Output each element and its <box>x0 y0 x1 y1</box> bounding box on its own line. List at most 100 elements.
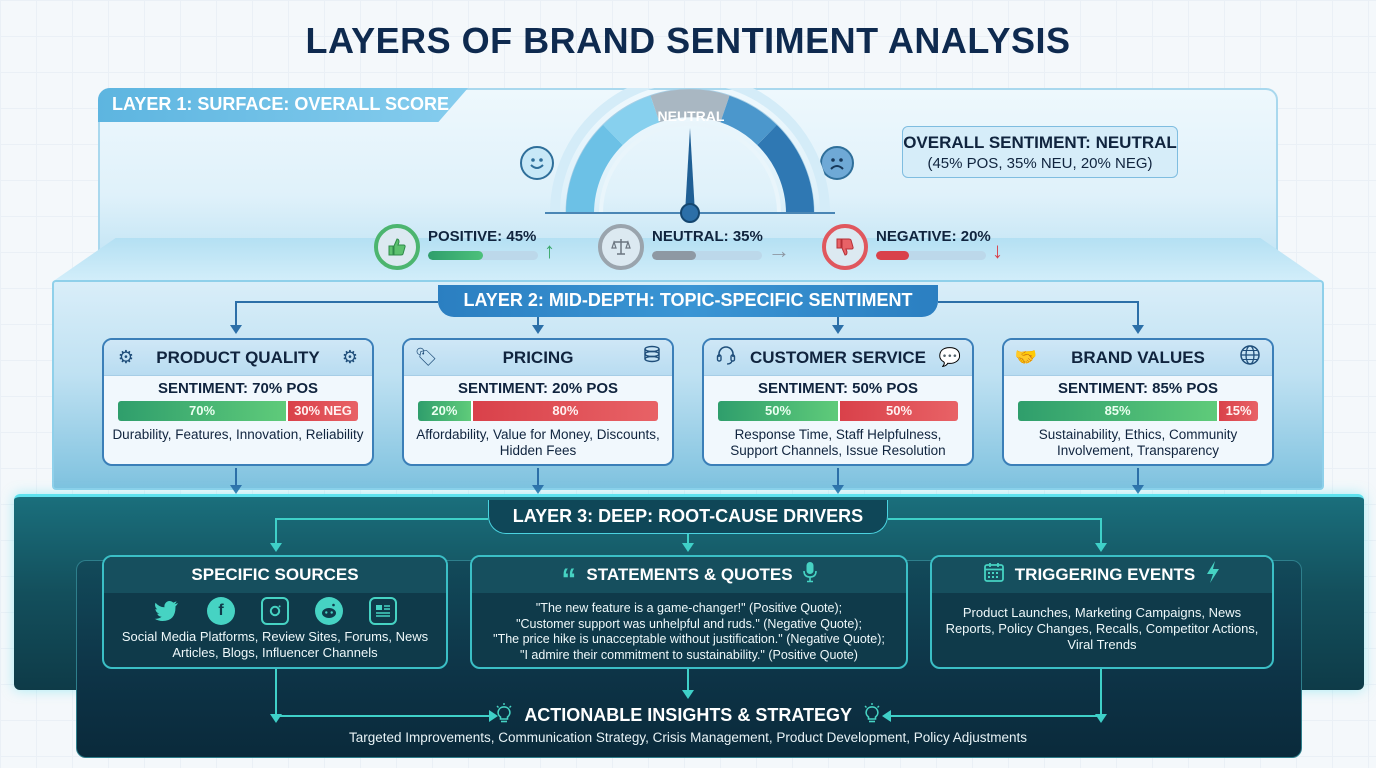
topic-card-pricing: 🏷 PRICING SENTIMENT: 20% POS 20% 80% Aff… <box>402 338 674 466</box>
topic-title: PRICING <box>502 347 574 367</box>
headset-icon <box>714 344 738 371</box>
card-body: Social Media Platforms, Review Sites, Fo… <box>121 629 429 660</box>
stat-neutral-label: NEUTRAL: 35% <box>652 228 763 245</box>
calendar-icon <box>983 561 1005 589</box>
layer-2-surface <box>52 238 1324 282</box>
layer-1-label: LAYER 1: SURFACE: OVERALL SCORE <box>98 88 468 122</box>
topic-sentiment: SENTIMENT: 50% POS <box>757 380 919 397</box>
gears-icon: ⚙ <box>117 347 135 367</box>
stat-neutral-bar <box>652 251 762 260</box>
sentiment-bar: 20% 80% <box>418 401 658 421</box>
facebook-icon: f <box>207 597 235 625</box>
arrow-down-icon <box>230 468 242 494</box>
actionable-insights-heading: ACTIONABLE INSIGHTS & STRATEGY <box>0 703 1376 726</box>
layer-2-label: LAYER 2: MID-DEPTH: TOPIC-SPECIFIC SENTI… <box>438 285 938 317</box>
trend-down-icon: ↓ <box>992 238 1003 263</box>
card-title: SPECIFIC SOURCES <box>191 565 359 584</box>
connector-line <box>236 301 438 303</box>
card-title: TRIGGERING EVENTS <box>1014 565 1196 584</box>
stat-positive-label: POSITIVE: 45% <box>428 228 537 245</box>
price-tag-icon: 🏷 <box>414 347 438 367</box>
smiley-face-icon <box>520 146 554 180</box>
newspaper-icon <box>369 597 397 625</box>
chat-bubbles-icon: 💬 <box>938 347 962 367</box>
sentiment-bar: 70% 30% NEG <box>118 401 358 421</box>
arrow-down-icon <box>1132 301 1144 334</box>
overall-sentiment-breakdown: (45% POS, 35% NEU, 20% NEG) <box>927 155 1153 172</box>
connector-line <box>1095 669 1107 723</box>
trend-up-icon: ↑ <box>544 238 555 263</box>
topic-title: CUSTOMER SERVICE <box>749 347 927 367</box>
trend-flat-icon: → <box>768 238 790 263</box>
sentiment-bar: 50% 50% <box>718 401 958 421</box>
quote-line: "The new feature is a game-changer!" (Po… <box>535 601 843 615</box>
connector-line <box>270 669 282 723</box>
card-body: Product Launches, Marketing Campaigns, N… <box>945 605 1259 652</box>
scale-icon <box>598 224 644 270</box>
quote-line: "The price hike is unacceptable without … <box>493 632 885 646</box>
connector-line <box>888 518 1101 520</box>
negative-segment: 80% <box>470 401 658 421</box>
topic-description: Affordability, Value for Money, Discount… <box>416 427 660 458</box>
arrow-down-icon <box>270 518 282 552</box>
arrow-right-icon <box>276 710 498 722</box>
topic-title: PRODUCT QUALITY <box>156 347 320 367</box>
positive-segment: 85% <box>1018 401 1218 421</box>
arrow-down-icon <box>1132 468 1144 494</box>
card-title: STATEMENTS & QUOTES <box>586 565 793 584</box>
layer-3-label: LAYER 3: DEEP: ROOT-CAUSE DRIVERS <box>488 500 888 534</box>
quote-line: "I admire their commitment to sustainabi… <box>520 647 858 662</box>
lightbulb-icon <box>863 703 881 725</box>
negative-segment: 50% <box>838 401 958 421</box>
coins-icon <box>638 345 662 370</box>
topic-card-customer-service: CUSTOMER SERVICE 💬 SENTIMENT: 50% POS 50… <box>702 338 974 466</box>
topic-sentiment: SENTIMENT: 85% POS <box>1057 380 1219 397</box>
gauge-label: NEUTRAL <box>657 108 725 124</box>
page-title: LAYERS OF BRAND SENTIMENT ANALYSIS <box>305 20 1071 61</box>
arrow-down-icon <box>832 468 844 494</box>
twitter-icon <box>153 597 181 625</box>
stat-positive-bar <box>428 251 538 260</box>
arrow-left-icon <box>882 710 1101 722</box>
quote-line: "Customer support was unhelpful and ruds… <box>516 616 862 631</box>
thumbs-up-icon <box>374 224 420 270</box>
positive-segment: 70% <box>118 401 286 421</box>
lightning-icon <box>1205 560 1221 590</box>
topic-description: Response Time, Staff Helpfulness, Suppor… <box>730 427 946 458</box>
card-specific-sources: SPECIFIC SOURCES f Social Media Platform… <box>102 555 448 669</box>
stat-negative-bar <box>876 251 986 260</box>
arrow-down-icon <box>230 301 242 334</box>
thumbs-down-icon <box>822 224 868 270</box>
topic-sentiment: SENTIMENT: 20% POS <box>457 380 619 397</box>
negative-segment: 15% <box>1217 401 1258 421</box>
reddit-icon <box>315 597 343 625</box>
topic-title: BRAND VALUES <box>1071 347 1205 367</box>
topic-sentiment: SENTIMENT: 70% POS <box>157 380 319 397</box>
insights-description: Targeted Improvements, Communication Str… <box>348 730 1028 745</box>
instagram-icon <box>261 597 289 625</box>
arrow-down-icon <box>1095 518 1107 552</box>
insights-title: ACTIONABLE INSIGHTS & STRATEGY <box>524 705 852 725</box>
quote-icon: “ <box>561 563 577 596</box>
globe-icon <box>1238 344 1262 371</box>
microphone-icon <box>802 561 817 589</box>
sentiment-gauge: NEUTRAL <box>535 73 845 228</box>
stat-negative-label: NEGATIVE: 20% <box>876 228 991 245</box>
topic-card-product-quality: ⚙ PRODUCT QUALITY ⚙ SENTIMENT: 70% POS 7… <box>102 338 374 466</box>
topic-description: Durability, Features, Innovation, Reliab… <box>112 427 364 442</box>
negative-segment: 30% NEG <box>286 401 358 421</box>
connector-line <box>276 518 488 520</box>
overall-sentiment-box: OVERALL SENTIMENT: NEUTRAL (45% POS, 35%… <box>902 126 1178 178</box>
card-triggering-events: TRIGGERING EVENTS Product Launches, Mark… <box>930 555 1274 669</box>
arrow-down-icon <box>682 669 694 699</box>
gears-icon: ⚙ <box>341 347 359 367</box>
connector-line <box>938 301 1138 303</box>
handshake-icon: 🤝 <box>1014 347 1038 367</box>
arrow-down-icon <box>682 534 694 552</box>
sentiment-bar: 85% 15% <box>1018 401 1258 421</box>
arrow-down-icon <box>532 468 544 494</box>
lightbulb-icon <box>495 703 518 725</box>
arrow-down-icon <box>532 317 544 334</box>
arrow-down-icon <box>832 317 844 334</box>
overall-sentiment-title: OVERALL SENTIMENT: NEUTRAL <box>903 133 1177 152</box>
